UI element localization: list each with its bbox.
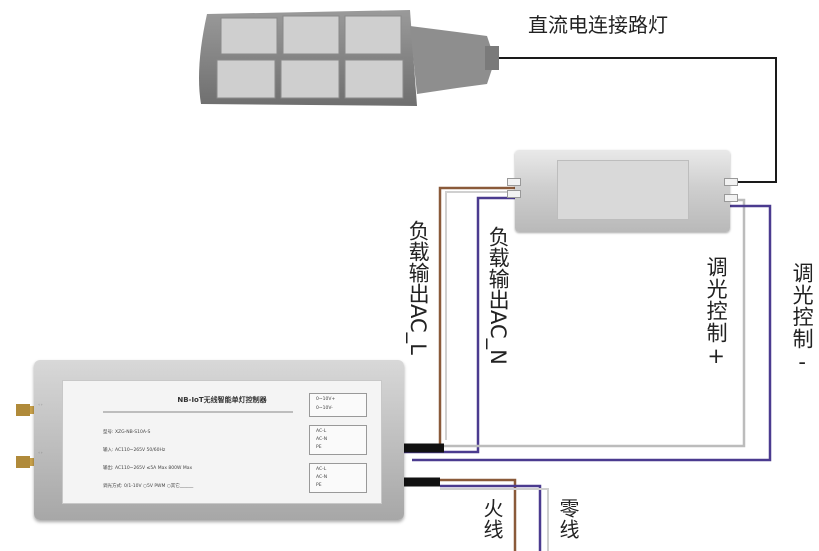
nb-iot-controller-box: ◦◦ ◦◦ NB-IoT无线智能单灯控制器 型号: XZG-NB-S10A-S …: [34, 360, 404, 520]
load-out-l-label: 负载输出AC_L: [406, 220, 431, 355]
load-out-n-label: 负载输出AC_N: [486, 226, 511, 365]
live-label: 火线: [480, 498, 504, 540]
driver-nameplate: [557, 160, 689, 220]
controller-title: NB-IoT无线智能单灯控制器: [177, 396, 267, 404]
dc-lamp-label: 直流电连接路灯: [528, 13, 668, 37]
neutral-label: 零线: [556, 498, 580, 540]
dim-minus-wire: [412, 204, 772, 462]
neutral-wire: [440, 484, 542, 551]
dim-minus-label: 调光控制-: [790, 262, 815, 375]
dc-wire: [480, 57, 777, 183]
controller-row-output: 输出: AC110~265V ≤5A Max 800W Max: [103, 466, 193, 471]
controller-row-dimming: 调光方式: 0/1-10V ○5V PWM ○其它______: [103, 484, 194, 489]
terminal-panel-input: AC-L AC-N PE: [309, 463, 367, 493]
terminal-panel-output: AC-L AC-N PE: [309, 425, 367, 455]
dim-plus-wire: [412, 198, 746, 448]
controller-label-plate: NB-IoT无线智能单灯控制器 型号: XZG-NB-S10A-S 输入: AC…: [62, 380, 382, 504]
live-wire: [440, 478, 517, 551]
led-driver-box: [507, 150, 738, 232]
controller-row-model: 型号: XZG-NB-S10A-S: [103, 430, 151, 435]
controller-row-input: 输入: AC110~265V 50/60Hz: [103, 448, 166, 453]
street-lamp-image: [199, 10, 499, 106]
terminal-panel-dimming: 0~10V+ 0~10V-: [309, 393, 367, 417]
dim-plus-label: 调光控制+: [704, 256, 729, 369]
